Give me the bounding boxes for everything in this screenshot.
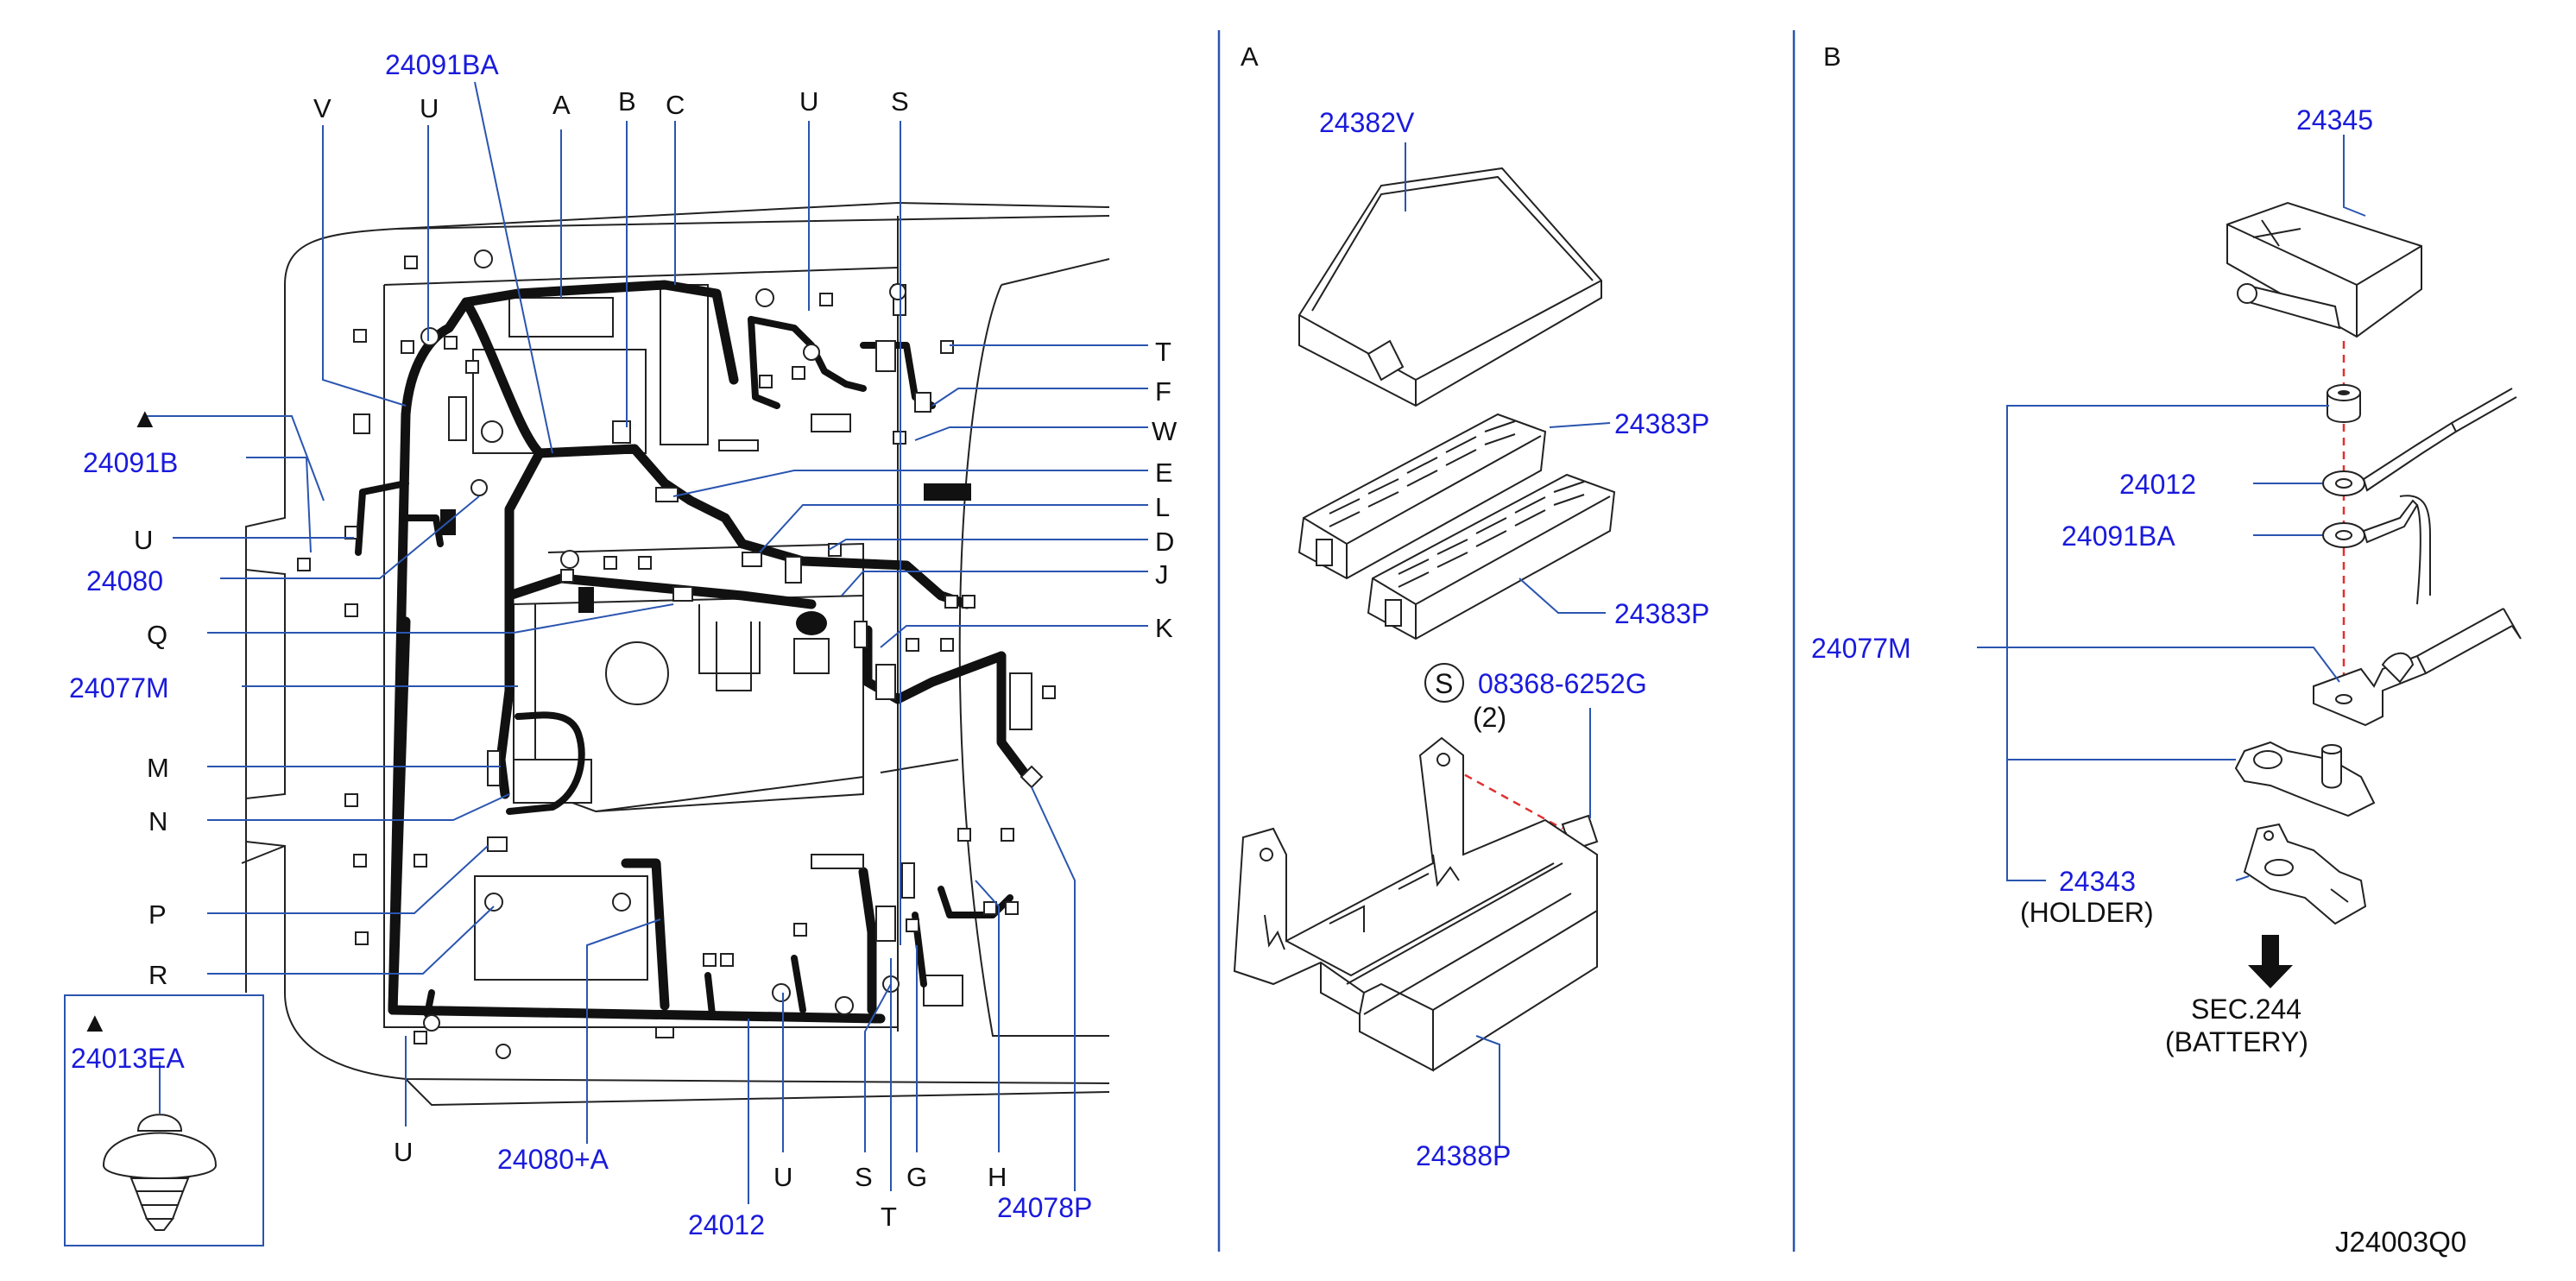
main-leaders [145, 81, 1148, 1204]
fuse-block-2 [1367, 473, 1616, 640]
label-w: W [1152, 416, 1178, 446]
pn-24091b: 24091B [83, 447, 178, 478]
pn-24383p-2: 24383P [1614, 598, 1709, 629]
label-u-top: U [420, 93, 439, 123]
panel-b-leaders [1977, 405, 2340, 881]
triangle-mark-inset: ▲ [81, 1006, 109, 1038]
pn-24080a: 24080+A [497, 1144, 609, 1175]
label-s-top: S [891, 86, 909, 117]
pn-24383p-1: 24383P [1614, 408, 1709, 439]
pn-24078p: 24078P [997, 1192, 1092, 1223]
fuse-block-1 [1297, 413, 1547, 580]
leader-24383p-2 [1518, 577, 1606, 614]
pn-24077m-main: 24077M [69, 672, 169, 704]
clip-inset-box [64, 994, 264, 1246]
arrow-down-icon [2248, 935, 2293, 988]
engine-block [513, 542, 959, 813]
label-v: V [313, 93, 331, 123]
label-d: D [1155, 527, 1174, 557]
triangle-mark: ▲ [131, 402, 159, 433]
label-f: F [1155, 376, 1171, 407]
label-l: L [1155, 492, 1170, 522]
label-u-left: U [134, 525, 153, 555]
pn-24013ea: 24013EA [71, 1043, 185, 1074]
label-t-bottom: T [881, 1202, 897, 1232]
pn-24091ba-main: 24091BA [385, 49, 499, 80]
label-h: H [988, 1162, 1007, 1192]
diamond-connector [1020, 765, 1044, 789]
label-s-bottom: S [855, 1162, 873, 1192]
pn-24077m-b: 24077M [1811, 633, 1911, 664]
label-u-bottom2: U [773, 1162, 792, 1192]
pn-24388p: 24388P [1416, 1140, 1511, 1171]
label-p: P [148, 899, 167, 930]
screw-symbol-circle [1424, 663, 1464, 703]
label-q: Q [147, 620, 167, 650]
bracket-24388p [1233, 736, 1598, 1148]
label-b: B [618, 86, 636, 117]
label-g: G [906, 1162, 927, 1192]
label-c: C [666, 90, 685, 120]
pn-24091ba-b: 24091BA [2061, 521, 2175, 552]
label-m: M [147, 753, 169, 783]
pn-08368-6252g: 08368-6252G [1478, 668, 1647, 699]
fuse-box-cover [1298, 142, 1602, 407]
holder-label: (HOLDER) [2020, 897, 2154, 928]
sec-label: SEC.244 [2191, 994, 2301, 1025]
engine-bay-outline [241, 201, 1110, 1107]
panel-a-title: A [1241, 41, 1259, 72]
label-a: A [552, 90, 571, 120]
label-r: R [148, 960, 167, 990]
pn-24343: 24343 [2059, 866, 2136, 897]
pn-24012-b: 24012 [2119, 469, 2196, 500]
pn-24012-main: 24012 [688, 1209, 765, 1240]
clip-24013ea [102, 1062, 218, 1231]
label-t: T [1155, 337, 1171, 367]
screw-symbol: S [1435, 668, 1453, 699]
battery-label: (BATTERY) [2165, 1026, 2308, 1057]
screw-qty: (2) [1473, 702, 1506, 733]
label-n: N [148, 806, 167, 836]
label-j: J [1155, 559, 1169, 590]
pn-24382v: 24382V [1319, 107, 1415, 138]
label-k: K [1155, 613, 1173, 643]
terminal-stack [2234, 341, 2522, 925]
leader-24383p-1 [1549, 422, 1611, 428]
panel-b-title: B [1823, 41, 1841, 72]
pn-24080: 24080 [86, 565, 163, 596]
label-e: E [1155, 458, 1173, 488]
label-u-bottom: U [394, 1137, 413, 1167]
reference-code: J24003Q0 [2335, 1226, 2466, 1258]
label-u-top2: U [799, 86, 818, 117]
terminal-cover-24345 [2226, 135, 2422, 338]
pn-24345: 24345 [2296, 104, 2373, 136]
